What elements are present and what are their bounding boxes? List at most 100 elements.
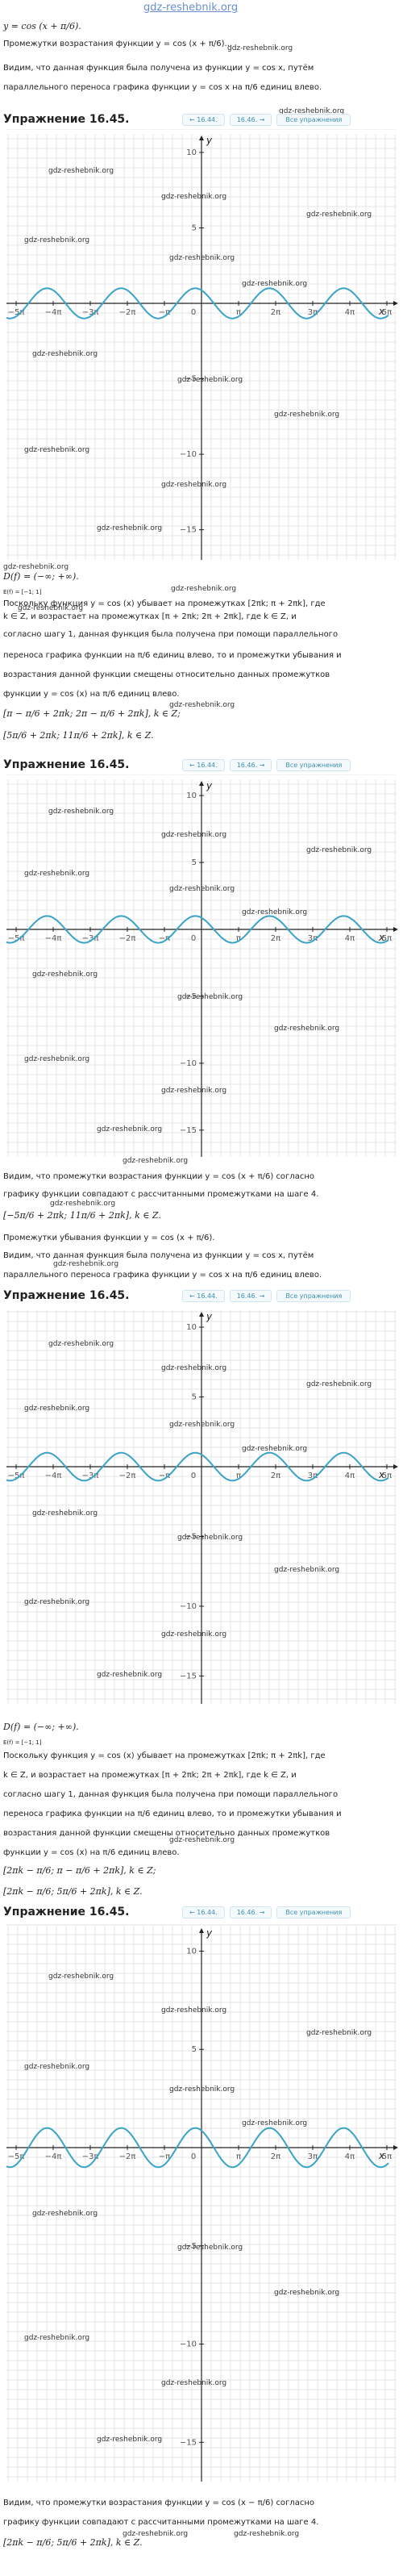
all-exercises-button[interactable]: Все упражнения [276,759,351,771]
next-exercise-button[interactable]: 16.46. → [229,1906,272,1918]
x-axis-arrow [393,1464,398,1469]
x-tick-label: 4π [345,2152,355,2161]
watermark: gdz-reshebnik.org [177,1534,243,1542]
x-tick-label: 3π [308,1472,318,1480]
watermark: gdz-reshebnik.org [274,1025,339,1033]
exercise-heading: Упражнение 16.45. [3,758,130,771]
watermark: gdz-reshebnik.org [24,1055,89,1063]
watermark: gdz-reshebnik.org [32,971,98,979]
watermark: gdz-reshebnik.org [32,1509,98,1518]
text-line: переноса графика функции на π/6 единиц в… [3,1810,342,1818]
watermark: gdz-reshebnik.org [306,846,372,854]
watermark: gdz-reshebnik.org [306,2029,372,2037]
text-line: согласно шагу 1, данная функция была пол… [3,1790,339,1799]
exercise-heading: Упражнение 16.45. [3,1289,130,1302]
x-axis-arrow [393,301,398,306]
site-watermark-top[interactable]: gdz-reshebnik.org [143,2,239,14]
domain-text: D(f) = (−∞; +∞). [3,571,79,582]
watermark: gdz-reshebnik.org [306,1380,372,1388]
x-tick-label: 0 [191,2152,196,2161]
watermark: gdz-reshebnik.org [242,1445,307,1453]
x-tick-label: 4π [345,308,355,317]
x-tick-label: 2π [271,934,280,943]
watermark: gdz-reshebnik.org [32,350,98,358]
y-tick-label: 5 [192,1393,197,1402]
watermark: gdz-reshebnik.org [24,2334,89,2342]
x-tick-label: −5π [8,2152,25,2161]
watermark: gdz-reshebnik.org [32,2210,98,2218]
x-tick-label: 3π [308,2152,318,2161]
text-line: Видим, что промежутки возрастания функци… [3,2499,314,2507]
y-tick-label: −15 [180,526,197,535]
x-tick-label: π [236,308,241,317]
x-axis-label: x [378,1469,385,1480]
watermark: gdz-reshebnik.org [306,211,372,219]
x-tick-label: −4π [45,1472,62,1480]
text-line: графику функции совпадают с рассчитанным… [3,2518,319,2527]
y-tick-label: 10 [186,1947,197,1956]
watermark: gdz-reshebnik.org [97,2436,162,2444]
y-tick-label: 10 [186,1323,197,1332]
y-axis-arrow [199,781,204,786]
watermark: gdz-reshebnik.org [123,2530,189,2538]
all-exercises-button[interactable]: Все упражнения [276,1290,351,1302]
watermark: gdz-reshebnik.org [24,1405,89,1413]
watermark: gdz-reshebnik.org [48,1973,114,1981]
all-exercises-button[interactable]: Все упражнения [276,1906,351,1918]
watermark: gdz-reshebnik.org [169,1421,235,1429]
text-line: функции y = cos (x) на π/6 единиц влево. [3,690,180,699]
y-tick-label: −10 [180,2340,197,2349]
text-line: Видим, что данная функция была получена … [3,1251,314,1260]
watermark: gdz-reshebnik.org [177,2244,243,2252]
prev-exercise-button[interactable]: ← 16.44. [182,1906,225,1918]
watermark: gdz-reshebnik.org [279,107,345,115]
y-axis-label: y [206,135,213,146]
y-tick-label: 5 [192,858,197,867]
y-tick-label: −10 [180,1059,197,1068]
x-tick-label: −3π [82,308,99,317]
function-curve [6,915,389,944]
exercise-nav: ← 16.44. 16.46. → Все упражнения [182,114,351,126]
text-line: Видим, что промежутки возрастания функци… [3,1172,314,1181]
x-tick-label: −2π [119,934,136,943]
x-tick-label: 2π [271,308,280,317]
all-exercises-button[interactable]: Все упражнения [276,114,351,126]
prev-exercise-button[interactable]: ← 16.44. [182,114,225,126]
watermark: gdz-reshebnik.org [48,167,114,175]
y-tick-label: −5 [185,1532,197,1541]
watermark: gdz-reshebnik.org [24,446,89,454]
watermark: gdz-reshebnik.org [123,1157,189,1165]
x-tick-label: −π [159,934,170,943]
x-tick-label: −π [159,308,170,317]
next-exercise-button[interactable]: 16.46. → [229,1290,272,1302]
next-exercise-button[interactable]: 16.46. → [229,114,272,126]
y-axis-arrow [199,1312,204,1317]
y-tick-label: −15 [180,1672,197,1680]
function-curve [6,1451,389,1482]
x-axis-arrow [393,927,398,932]
x-tick-label: 5π [382,2152,392,2161]
watermark: gdz-reshebnik.org [227,44,293,52]
prev-exercise-button[interactable]: ← 16.44. [182,1290,225,1302]
interval-formula: [2πk − π/6; π − π/6 + 2πk], k ∈ Z; [3,1865,156,1876]
x-tick-label: 4π [345,1472,355,1480]
x-tick-label: −2π [119,2152,136,2161]
next-exercise-button[interactable]: 16.46. → [229,759,272,771]
x-tick-label: π [236,1472,241,1480]
watermark: gdz-reshebnik.org [177,993,243,1001]
prev-exercise-button[interactable]: ← 16.44. [182,759,225,771]
x-tick-label: 5π [382,1472,392,1480]
y-tick-label: −15 [180,2438,197,2447]
watermark: gdz-reshebnik.org [161,2379,226,2387]
x-tick-label: 2π [271,1472,280,1480]
x-tick-label: −2π [119,1472,136,1480]
watermark: gdz-reshebnik.org [234,2530,300,2538]
exercise-nav: ← 16.44. 16.46. → Все упражнения [182,1290,351,1302]
text-line: Поскольку функция y = cos (x) убывает на… [3,599,326,608]
y-axis-arrow [199,1928,204,1933]
interval-formula: [π − π/6 + 2πk; 2π − π/6 + 2πk], k ∈ Z; [3,708,181,719]
watermark: gdz-reshebnik.org [50,1200,116,1208]
y-tick-label: 5 [192,223,197,232]
